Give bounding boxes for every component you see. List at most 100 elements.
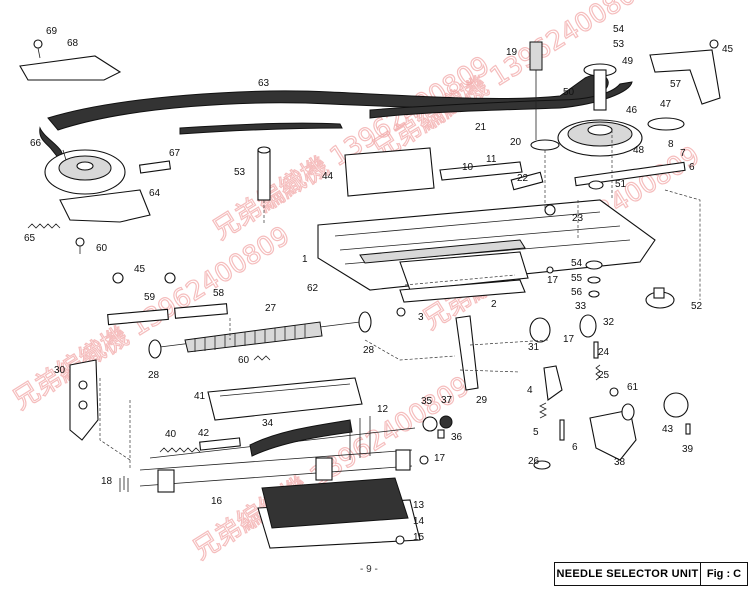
callout-60: 60 <box>96 243 108 254</box>
callout-60: 60 <box>238 355 250 366</box>
callout-20: 20 <box>510 137 522 148</box>
callout-36: 36 <box>451 432 463 443</box>
callout-40: 40 <box>165 429 177 440</box>
callout-54: 54 <box>613 24 625 35</box>
callout-43: 43 <box>662 424 674 435</box>
callout-18: 18 <box>101 476 113 487</box>
callout-42: 42 <box>198 428 210 439</box>
callout-56: 56 <box>571 287 583 298</box>
callout-48: 48 <box>633 145 645 156</box>
callout-6: 6 <box>689 162 695 173</box>
callout-45: 45 <box>134 264 146 275</box>
callout-46: 46 <box>626 105 638 116</box>
callout-67: 67 <box>169 148 181 159</box>
callout-58: 58 <box>213 288 225 299</box>
lower-plate-2 <box>396 279 526 317</box>
callout-65: 65 <box>24 233 36 244</box>
callout-52: 52 <box>691 301 703 312</box>
callout-1: 1 <box>302 254 308 265</box>
callout-25: 25 <box>598 370 610 381</box>
callout-33: 33 <box>575 301 587 312</box>
callout-19: 19 <box>506 47 518 58</box>
callout-21: 21 <box>475 122 487 133</box>
side-plate-30 <box>69 359 99 441</box>
title-block: NEEDLE SELECTOR UNIT Fig : C <box>554 562 748 586</box>
callout-57: 57 <box>670 79 682 90</box>
callout-62: 62 <box>307 283 319 294</box>
shaft-53 <box>257 146 271 225</box>
callout-50: 50 <box>563 87 575 98</box>
callout-2: 2 <box>491 299 497 310</box>
worm-shaft-27 <box>148 311 372 359</box>
callout-26: 26 <box>528 456 540 467</box>
callout-5: 5 <box>533 427 539 438</box>
callout-29: 29 <box>476 395 488 406</box>
callout-23: 23 <box>572 213 584 224</box>
callout-49: 49 <box>622 56 634 67</box>
callout-45: 45 <box>722 44 734 55</box>
callout-labels: 1234566781011121314151617171718192021222… <box>24 24 734 543</box>
plate-41 <box>207 377 363 421</box>
callout-4: 4 <box>527 385 533 396</box>
callout-27: 27 <box>265 303 277 314</box>
callout-69: 69 <box>46 26 58 37</box>
callout-44: 44 <box>322 171 334 182</box>
needle-belt <box>39 74 633 161</box>
plate-68 <box>19 39 122 81</box>
callout-17: 17 <box>547 275 559 286</box>
callout-8: 8 <box>668 139 674 150</box>
callout-35: 35 <box>421 396 433 407</box>
callout-61: 61 <box>627 382 639 393</box>
callout-47: 47 <box>660 99 672 110</box>
callout-54: 54 <box>571 258 583 269</box>
callout-24: 24 <box>598 347 610 358</box>
callout-51: 51 <box>615 179 627 190</box>
callout-32: 32 <box>603 317 615 328</box>
unit-title: NEEDLE SELECTOR UNIT <box>555 563 701 585</box>
callout-59: 59 <box>144 292 156 303</box>
callout-41: 41 <box>194 391 206 402</box>
callout-53: 53 <box>613 39 625 50</box>
callout-13: 13 <box>413 500 425 511</box>
callout-17: 17 <box>434 453 446 464</box>
page-number: - 9 - <box>360 564 378 575</box>
small-parts-right <box>510 171 675 309</box>
callout-10: 10 <box>462 162 474 173</box>
callout-63: 63 <box>258 78 270 89</box>
callout-30: 30 <box>54 365 66 376</box>
selector-comb-13 <box>257 477 421 549</box>
callout-15: 15 <box>413 532 425 543</box>
gear-assembly-66 <box>44 149 172 223</box>
callout-22: 22 <box>517 173 529 184</box>
callout-53: 53 <box>234 167 246 178</box>
main-frame-1 <box>317 147 656 291</box>
cam-shaft-34 <box>149 419 416 459</box>
lower-rods-16 <box>119 449 413 493</box>
lower-right-parts <box>419 314 691 470</box>
callout-38: 38 <box>614 457 626 468</box>
spring-60 <box>253 355 271 361</box>
brackets-58-59 <box>107 272 228 326</box>
callout-3: 3 <box>418 312 424 323</box>
selector-springs-12 <box>349 416 371 460</box>
callout-28: 28 <box>148 370 160 381</box>
callout-12: 12 <box>377 404 389 415</box>
callout-31: 31 <box>528 342 540 353</box>
callout-11: 11 <box>486 154 497 165</box>
callout-68: 68 <box>67 38 79 49</box>
callout-14: 14 <box>413 516 425 527</box>
spring-65 <box>27 223 85 254</box>
callout-39: 39 <box>682 444 694 455</box>
callout-16: 16 <box>211 496 223 507</box>
callout-6: 6 <box>572 442 578 453</box>
callout-7: 7 <box>680 148 686 159</box>
callout-17: 17 <box>563 334 575 345</box>
callout-34: 34 <box>262 418 274 429</box>
callout-66: 66 <box>30 138 42 149</box>
figure-label: Fig : C <box>706 568 742 580</box>
callout-55: 55 <box>571 273 583 284</box>
guide-lines <box>99 130 701 470</box>
callout-64: 64 <box>149 188 161 199</box>
callout-28: 28 <box>363 345 375 356</box>
